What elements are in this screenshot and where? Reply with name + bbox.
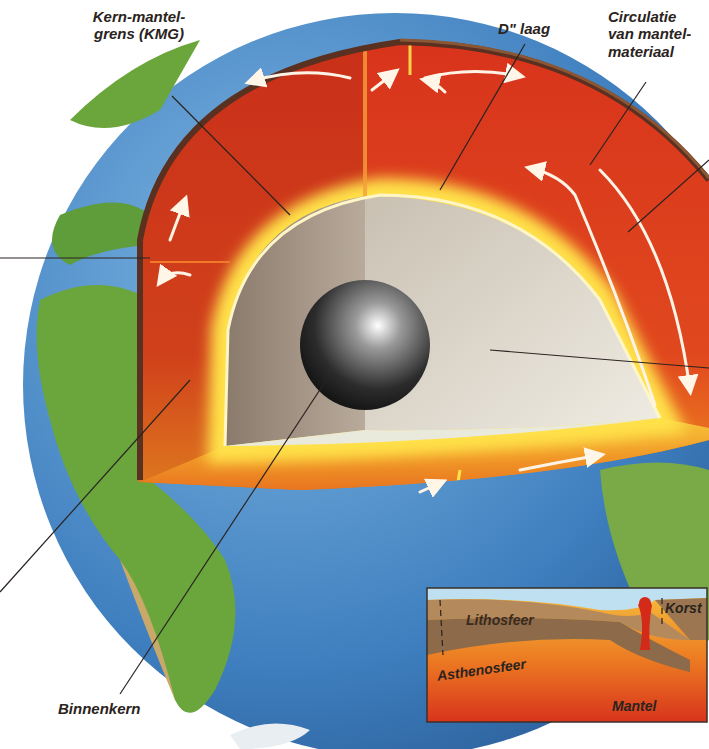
layer-label: Korst	[665, 600, 705, 616]
inset-cross-section	[427, 588, 707, 722]
part-label: Binnenkern	[58, 700, 168, 717]
layer-label: Mantel	[612, 698, 672, 714]
part-label: Kern-mantel- grens (KMG)	[80, 8, 198, 43]
layer-label: Lithosfeer	[466, 612, 566, 628]
part-label: Circulatie van mantel- materiaal	[608, 8, 705, 60]
part-label: D" laag	[498, 20, 578, 37]
